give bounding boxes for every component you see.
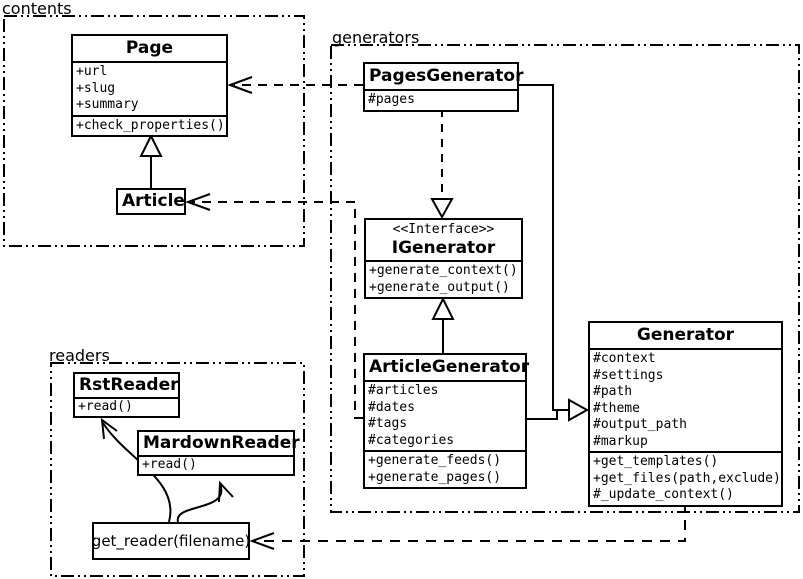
pagesgenerator-to-igenerator-realization xyxy=(430,109,454,220)
attribute: #pages xyxy=(368,92,415,107)
mardownreader-class-methods: +read() xyxy=(139,455,293,474)
method: +read() xyxy=(78,399,133,414)
page-class-title: Page xyxy=(125,38,174,58)
articlegenerator-to-generator-inheritance xyxy=(527,409,568,420)
igenerator-interface: <<Interface>> IGenerator +generate_conte… xyxy=(364,218,523,299)
page-class: Page +url +slug +summary +check_properti… xyxy=(71,34,228,137)
rstreader-class-methods: +read() xyxy=(75,397,178,416)
attribute: #theme xyxy=(593,400,640,416)
contents-package-label: contents xyxy=(2,0,72,18)
pagesgenerator-class-title: PagesGenerator xyxy=(369,66,524,86)
attribute: #output_path xyxy=(593,417,687,432)
article-class-title: Article xyxy=(122,191,185,211)
readers-package-label: readers xyxy=(49,346,110,365)
method: +get_files(path,exclude) xyxy=(593,470,781,486)
igenerator-interface-header: <<Interface>> IGenerator xyxy=(366,220,521,260)
method: #_update_context() xyxy=(593,487,734,502)
pagesgenerator-to-page-dependency xyxy=(227,76,363,94)
generators-package-border xyxy=(330,44,800,513)
articlegenerator-class-title: ArticleGenerator xyxy=(369,357,530,377)
page-class-methods: +check_properties() xyxy=(73,114,226,136)
attribute: #settings xyxy=(593,367,664,383)
article-to-page-inheritance xyxy=(139,133,163,189)
generator-class-methods: +get_templates() +get_files(path,exclude… xyxy=(590,451,781,505)
mardownreader-class-title: MardownReader xyxy=(143,433,300,453)
readers-package-border xyxy=(50,362,305,577)
attribute: +slug xyxy=(76,80,116,96)
generator-class: Generator #context #settings #path #them… xyxy=(588,321,783,507)
igenerator-interface-methods: +generate_context() +generate_output() xyxy=(366,260,521,297)
igenerator-interface-title: IGenerator xyxy=(391,238,496,258)
generator-class-title: Generator xyxy=(636,325,735,345)
generator-class-attributes: #context #settings #path #theme #output_… xyxy=(590,348,781,451)
method: +generate_context() xyxy=(369,263,518,278)
pagesgenerator-class-attributes: #pages xyxy=(365,89,517,110)
articlegenerator-class-methods: +generate_feeds() +generate_pages() xyxy=(365,450,525,487)
get-reader-function-box: get_reader(filename) xyxy=(92,522,250,560)
contents-package-border xyxy=(3,15,305,247)
article-class: Article xyxy=(116,188,186,215)
get-reader-function-label: get_reader(filename) xyxy=(91,532,251,550)
attribute: #dates xyxy=(368,399,415,415)
attribute: #articles xyxy=(368,383,439,398)
attribute: #tags xyxy=(368,416,408,431)
attribute: #markup xyxy=(593,433,648,449)
rstreader-class-title: RstReader xyxy=(79,375,179,395)
attribute: +url xyxy=(76,64,108,79)
attribute: #context xyxy=(593,351,656,366)
mardownreader-class: MardownReader +read() xyxy=(137,430,300,476)
generator-to-getreader-dependency xyxy=(249,502,686,550)
articlegenerator-to-article-dependency xyxy=(185,193,363,419)
method: +get_templates() xyxy=(593,454,719,469)
attribute: +summary xyxy=(76,97,139,112)
page-class-attributes: +url +slug +summary xyxy=(73,61,226,115)
getreader-to-mardownreader-arrow xyxy=(176,480,234,523)
attribute: #categories xyxy=(368,432,455,448)
method: +generate_pages() xyxy=(368,469,502,485)
method: +generate_output() xyxy=(369,279,510,295)
generator-inheritance-arrowhead xyxy=(568,398,590,422)
pagesgenerator-class: PagesGenerator #pages xyxy=(363,62,524,112)
interface-stereotype: <<Interface>> xyxy=(392,222,495,237)
articlegenerator-to-igenerator-inheritance xyxy=(431,296,455,353)
articlegenerator-class-attributes: #articles #dates #tags #categories xyxy=(365,380,525,450)
method: +generate_feeds() xyxy=(368,453,502,468)
method: +check_properties() xyxy=(76,117,225,133)
method: +read() xyxy=(142,457,197,472)
attribute: #path xyxy=(593,384,633,399)
articlegenerator-class: ArticleGenerator #articles #dates #tags … xyxy=(363,353,530,489)
generators-package-label: generators xyxy=(332,28,420,47)
rstreader-class: RstReader +read() xyxy=(73,372,180,418)
